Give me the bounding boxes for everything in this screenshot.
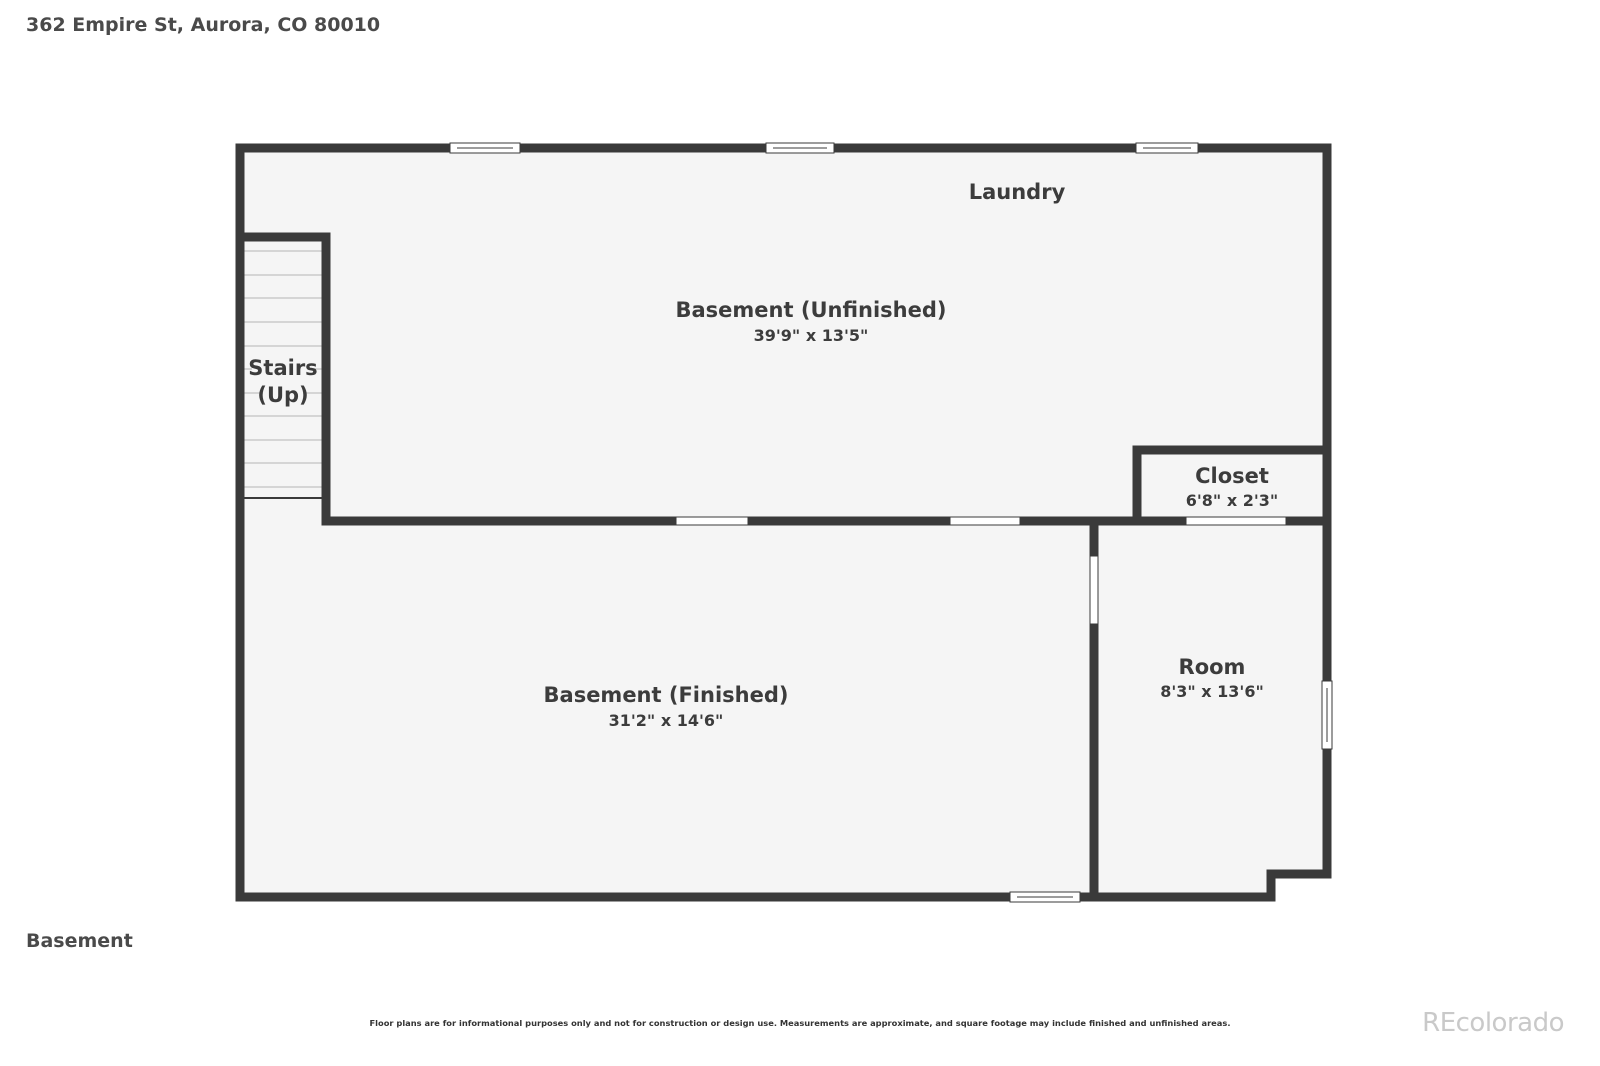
- basement-unfinished-name: Basement (Unfinished): [676, 298, 947, 322]
- door-opening-closet: [1185, 516, 1287, 526]
- stairs-label-line1: Stairs: [248, 356, 317, 380]
- window-top-2: [765, 142, 835, 154]
- door-openings: [675, 516, 1287, 625]
- floor-level-label: Basement: [26, 930, 133, 952]
- door-opening-1: [675, 516, 749, 526]
- window-top-3: [1135, 142, 1199, 154]
- stairs-label-bg-1: [252, 356, 314, 380]
- disclaimer-text: Floor plans are for informational purpos…: [369, 1018, 1231, 1028]
- door-opening-2: [949, 516, 1021, 526]
- laundry-label: Laundry: [969, 180, 1066, 204]
- stairs-treads: [244, 250, 322, 488]
- stairs-label-bg-2: [260, 383, 306, 407]
- stairs-label-line2: (Up): [257, 383, 308, 407]
- stairs-wall: [235, 232, 331, 526]
- exterior-wall: [235, 143, 1332, 902]
- basement-finished-name: Basement (Finished): [544, 683, 789, 707]
- door-opening-room: [1089, 555, 1099, 625]
- windows: [449, 142, 1333, 903]
- basement-unfinished-dims: 39'9" x 13'5": [754, 326, 869, 345]
- room-dims: 8'3" x 13'6": [1160, 682, 1264, 701]
- property-address: 362 Empire St, Aurora, CO 80010: [26, 14, 381, 36]
- closet-dims: 6'8" x 2'3": [1186, 491, 1278, 510]
- brand-watermark: REcolorado: [1422, 1008, 1564, 1038]
- window-top-1: [449, 142, 521, 154]
- basement-finished-dims: 31'2" x 14'6": [609, 711, 724, 730]
- room-name: Room: [1179, 655, 1246, 679]
- closet-name: Closet: [1195, 464, 1269, 488]
- window-room-right: [1321, 680, 1333, 750]
- closet-wall: [1132, 445, 1332, 526]
- window-bottom: [1009, 891, 1081, 903]
